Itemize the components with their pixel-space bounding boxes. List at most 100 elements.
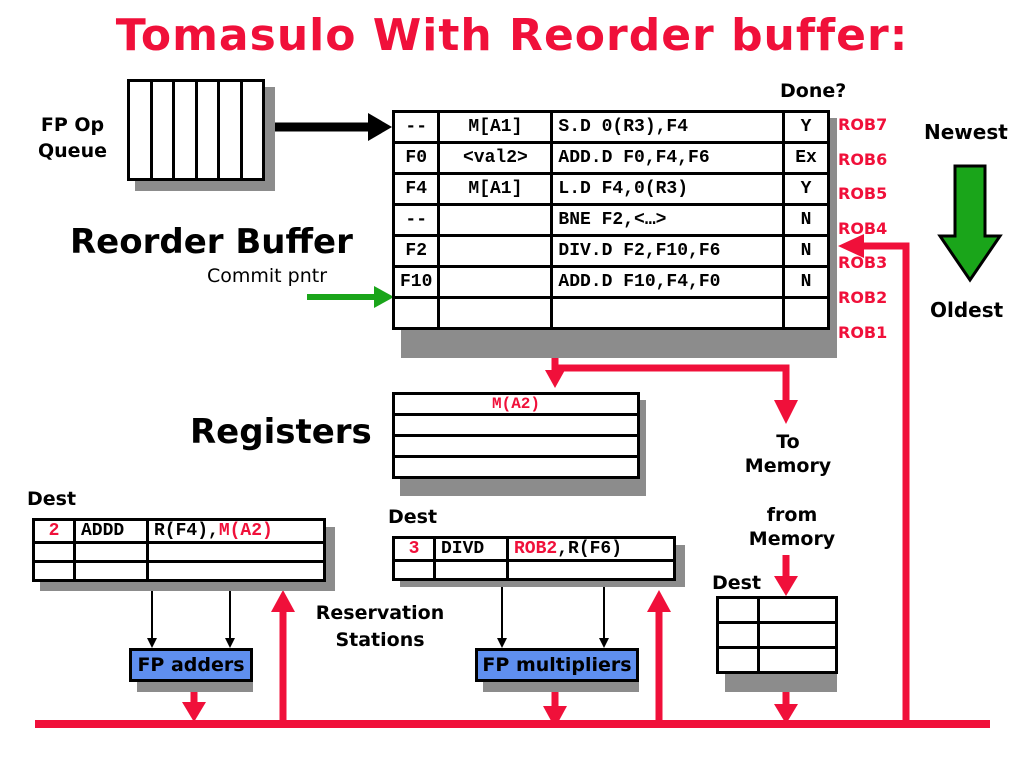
slide-title: Tomasulo With Reorder buffer: [115,10,909,61]
rs-operands-cell [506,559,676,581]
queue-slot [220,82,243,178]
load-buffer-row [716,646,838,674]
rob-instruction-cell: BNE F2,<…> [550,203,785,237]
reorder-buffer-label: Reorder Buffer [70,222,353,262]
mult-rs-dest-label: Dest [388,506,438,528]
rs-op-cell [73,560,149,582]
register-row: M(A2) [392,392,640,416]
rob-dest-cell: -- [391,203,441,237]
rs-operand-2: M(A2) [218,521,273,541]
rob-instruction-cell: ADD.D F0,F4,F6 [550,141,785,175]
rob-value-cell: M[A1] [437,172,554,206]
load-buffer [716,596,838,674]
fp-op-queue [127,79,265,181]
rob-dest-cell: F2 [391,234,441,268]
rs-op-cell: DIVD [433,536,509,562]
queue-slot [175,82,198,178]
reservation-station-entry [32,560,326,582]
rob-instruction-cell: L.D F4,0(R3) [550,172,785,206]
rob-dest-cell: -- [391,110,441,144]
rs-operand-2: ,R(F6) [557,539,623,559]
queue-slot [243,82,263,178]
rob-done-cell [782,296,830,330]
rob-value-cell [437,265,554,299]
rob-value-cell [437,234,554,268]
register-value-cell [392,434,640,458]
rs-dest-cell [392,559,436,581]
reservation-stations-label: Reservation Stations [315,602,445,651]
rob-dest-cell [391,296,441,330]
rob-tag-label: ROB3 [838,253,888,273]
rob-value-cell: <val2> [437,141,554,175]
rs-op-cell [73,541,149,563]
rs-operands-cell: R(F4),M(A2) [146,518,326,544]
rob-dest-cell: F0 [391,141,441,175]
rs-operands-cell [146,560,326,582]
from-memory-arrowhead [774,576,798,596]
rob-instruction-cell: ADD.D F10,F4,F0 [550,265,785,299]
rob-instruction-cell: DIV.D F2,F10,F6 [550,234,785,268]
load-buffer-dest-label: Dest [712,572,762,594]
load-buffer-row [716,596,838,624]
register-file: M(A2) [392,392,640,479]
rob-done-cell: N [782,234,830,268]
queue-slot [153,82,175,178]
load-buffer-to-cdb-arrowhead [774,704,798,724]
commit-pointer-label: Commit pntr [207,265,328,287]
queue-to-rob-arrowhead [368,113,392,141]
registers-label: Registers [190,412,372,452]
to-memory-label: To Memory [744,431,832,477]
rob-tag-label: ROB2 [838,287,888,307]
rob-instruction-cell [550,296,785,330]
rs-operand-1: ROB2 [514,539,558,559]
rob-done-cell: Ex [782,141,830,175]
adders-to-cdb-arrowhead [182,702,206,722]
rob-tag-label: ROB7 [838,115,888,134]
fp-adders-unit: FP adders [129,648,253,682]
cdb-to-mult-rs-arrowhead [647,590,671,612]
rob-done-cell: N [782,265,830,299]
register-value-cell [392,413,640,437]
rob-tag-label: ROB5 [838,184,888,204]
queue-slot [130,82,153,178]
rob-done-cell: N [782,203,830,237]
rs-op-cell [433,559,509,581]
rs-operands-cell [146,541,326,563]
queue-slot [198,82,220,178]
rob-value-cell [437,296,554,330]
rob-to-memory-line [555,364,790,400]
commit-pointer-arrowhead [374,286,394,308]
fp-op-queue-label: FP Op Queue [38,114,107,162]
cdb-to-rob-arrowhead [838,234,864,258]
reservation-station-entry [32,541,326,563]
register-row [392,455,640,479]
rob-tag-label: ROB6 [838,149,888,169]
register-row [392,413,640,437]
adder-rs-dest-label: Dest [27,488,77,510]
rs-dest-cell [32,541,76,563]
rs-operand-1: R(F4), [154,521,219,541]
rob-value-cell [437,203,554,237]
to-memory-arrowhead [774,400,798,424]
rob-entry [391,296,830,330]
rob-instruction-cell: S.D 0(R3),F4 [550,110,785,144]
from-memory-label: from Memory [748,504,836,550]
oldest-label: Oldest [930,298,1004,322]
cdb-to-rob-line [860,242,910,724]
rs-operands-cell: ROB2,R(F6) [506,536,676,562]
rob-tag-label: ROB4 [838,218,888,238]
rs-op-cell: ADDD [73,518,149,544]
rob-value-cell: M[A1] [437,110,554,144]
newest-to-oldest-arrow-icon [937,164,1003,283]
done-header: Done? [780,80,847,102]
register-value-cell [392,455,640,479]
